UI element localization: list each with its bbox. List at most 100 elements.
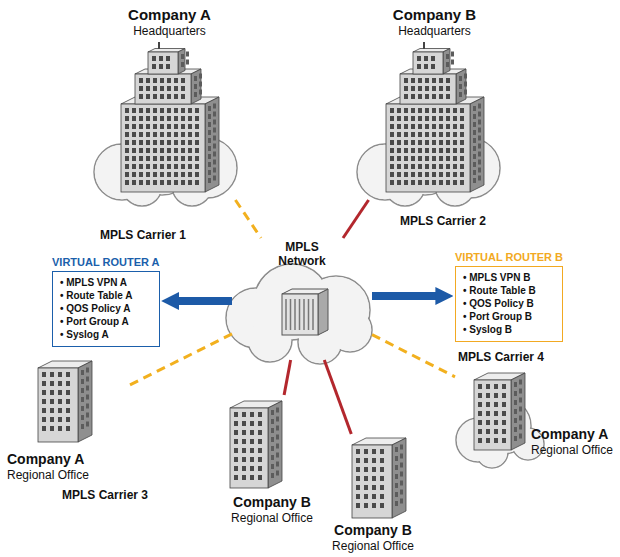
building-window: [234, 430, 238, 435]
building-window: [58, 417, 62, 422]
building-window: [411, 156, 415, 161]
carrier-label: MPLS Carrier 2: [400, 214, 486, 228]
building-window: [58, 390, 62, 395]
building-window: [502, 393, 506, 398]
building-window: [86, 422, 89, 427]
building-window: [194, 92, 197, 97]
building-window: [139, 164, 143, 169]
building-window: [417, 56, 421, 61]
headquarters-node: Company BHeadquarters: [355, 4, 514, 200]
building-window: [446, 116, 450, 121]
building-window: [81, 388, 84, 393]
building-window: [425, 108, 429, 113]
virtual-router-box: VIRTUAL ROUTER B• MPLS VPN B• Route Tabl…: [455, 250, 563, 342]
antenna: [158, 42, 160, 49]
building-window: [425, 180, 429, 185]
regional-office-node: Company BRegional Office: [215, 395, 329, 525]
building-window: [519, 434, 522, 439]
building-window: [42, 408, 46, 413]
building-window: [446, 148, 450, 153]
building-window: [66, 408, 70, 413]
building-window: [439, 156, 443, 161]
building-front: [148, 52, 178, 74]
building-window: [139, 156, 143, 161]
node-text-group: Company BHeadquarters: [355, 6, 514, 38]
building-window: [356, 458, 360, 463]
building-window: [153, 86, 157, 91]
building-window: [502, 420, 506, 425]
building-window: [514, 382, 517, 387]
building-front: [386, 104, 470, 192]
building-window: [186, 60, 189, 65]
building-window: [234, 448, 238, 453]
building-window: [160, 180, 164, 185]
building-window: [390, 180, 394, 185]
building-window: [478, 104, 481, 109]
building-window: [404, 94, 408, 99]
building-window: [404, 164, 408, 169]
building-window: [432, 108, 436, 113]
network-switch: [282, 289, 328, 335]
building-front: [38, 368, 78, 442]
building-window: [446, 78, 450, 83]
building-window: [404, 86, 408, 91]
building-window: [208, 146, 211, 151]
building-window: [439, 180, 443, 185]
node-text-group: Company ARegional Office: [531, 426, 613, 457]
building-window: [167, 140, 171, 145]
building-window: [213, 128, 216, 133]
site-type: Headquarters: [90, 24, 249, 38]
building-window: [160, 78, 164, 83]
building-window: [213, 160, 216, 165]
building-window: [494, 393, 498, 398]
router-feature: • Route Table A: [60, 289, 152, 302]
carrier-link: [324, 360, 351, 434]
building-window: [395, 501, 398, 506]
building-window: [439, 108, 443, 113]
building-window: [425, 124, 429, 129]
building-window: [132, 140, 136, 145]
building-window: [395, 456, 398, 461]
building-window: [418, 172, 422, 177]
building-window: [250, 412, 254, 417]
building-window: [199, 74, 202, 79]
building-window: [486, 420, 490, 425]
building-window: [181, 124, 185, 129]
building-window: [425, 116, 429, 121]
building-window: [473, 146, 476, 151]
building-window: [132, 148, 136, 153]
headquarters-building: [386, 42, 484, 192]
building-window: [181, 108, 185, 113]
building-window: [494, 420, 498, 425]
building-window: [424, 64, 428, 69]
building-window: [494, 429, 498, 434]
building-window: [234, 457, 238, 462]
building-window: [42, 426, 46, 431]
building-window: [195, 164, 199, 169]
building-window: [271, 437, 274, 442]
building-window: [439, 116, 443, 121]
building-front: [135, 74, 191, 104]
building-window: [234, 466, 238, 471]
building-window: [146, 140, 150, 145]
building-window: [153, 94, 157, 99]
building-window: [181, 164, 185, 169]
building-window: [372, 458, 376, 463]
building-window: [213, 136, 216, 141]
building-window: [139, 140, 143, 145]
building-window: [234, 412, 238, 417]
building-window: [411, 108, 415, 113]
block-arrow: [176, 297, 232, 305]
building-window: [404, 78, 408, 83]
building-window: [153, 148, 157, 153]
building-window: [271, 446, 274, 451]
building-window: [167, 94, 171, 99]
building-window: [66, 390, 70, 395]
building-window: [174, 180, 178, 185]
building-window: [464, 82, 467, 87]
building-window: [395, 492, 398, 497]
building-window: [453, 124, 457, 129]
building-window: [473, 154, 476, 159]
building-window: [372, 467, 376, 472]
building-window: [460, 124, 464, 129]
